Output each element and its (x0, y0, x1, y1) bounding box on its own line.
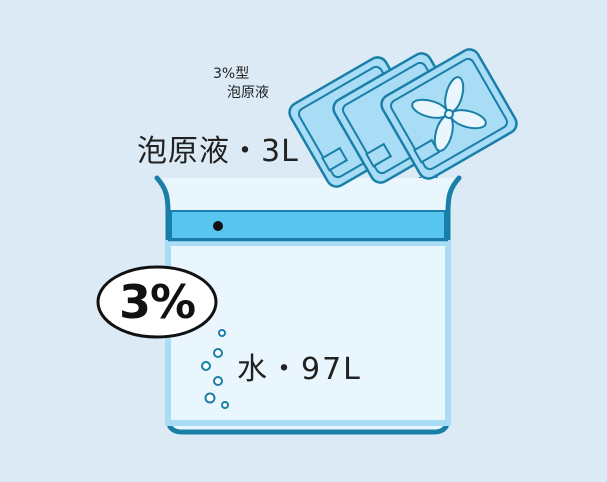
bubbles (201, 329, 229, 409)
foam-layer (170, 210, 446, 240)
tank (154, 175, 462, 435)
bubble (204, 392, 216, 404)
type-label-line2: 泡原液 (227, 85, 269, 101)
percent-badge-oval (96, 265, 218, 339)
type-label-line1: 3%型 (213, 66, 250, 82)
water-amount-label: 水・97L (237, 352, 362, 387)
percent-badge-text: 3% (118, 275, 196, 329)
foam-marker-dot (213, 221, 223, 231)
foam-concentrate-cans (288, 48, 518, 188)
foam-concentrate-type-label: 3%型 泡原液 (213, 65, 269, 103)
foam-amount-label: 泡原液・3L (137, 134, 299, 169)
foam-can (380, 48, 518, 180)
bubble (213, 376, 223, 386)
bubble (218, 329, 226, 337)
bubble (221, 401, 229, 409)
bubble (213, 348, 223, 358)
bubble (201, 361, 211, 371)
fan-icon (411, 76, 487, 152)
